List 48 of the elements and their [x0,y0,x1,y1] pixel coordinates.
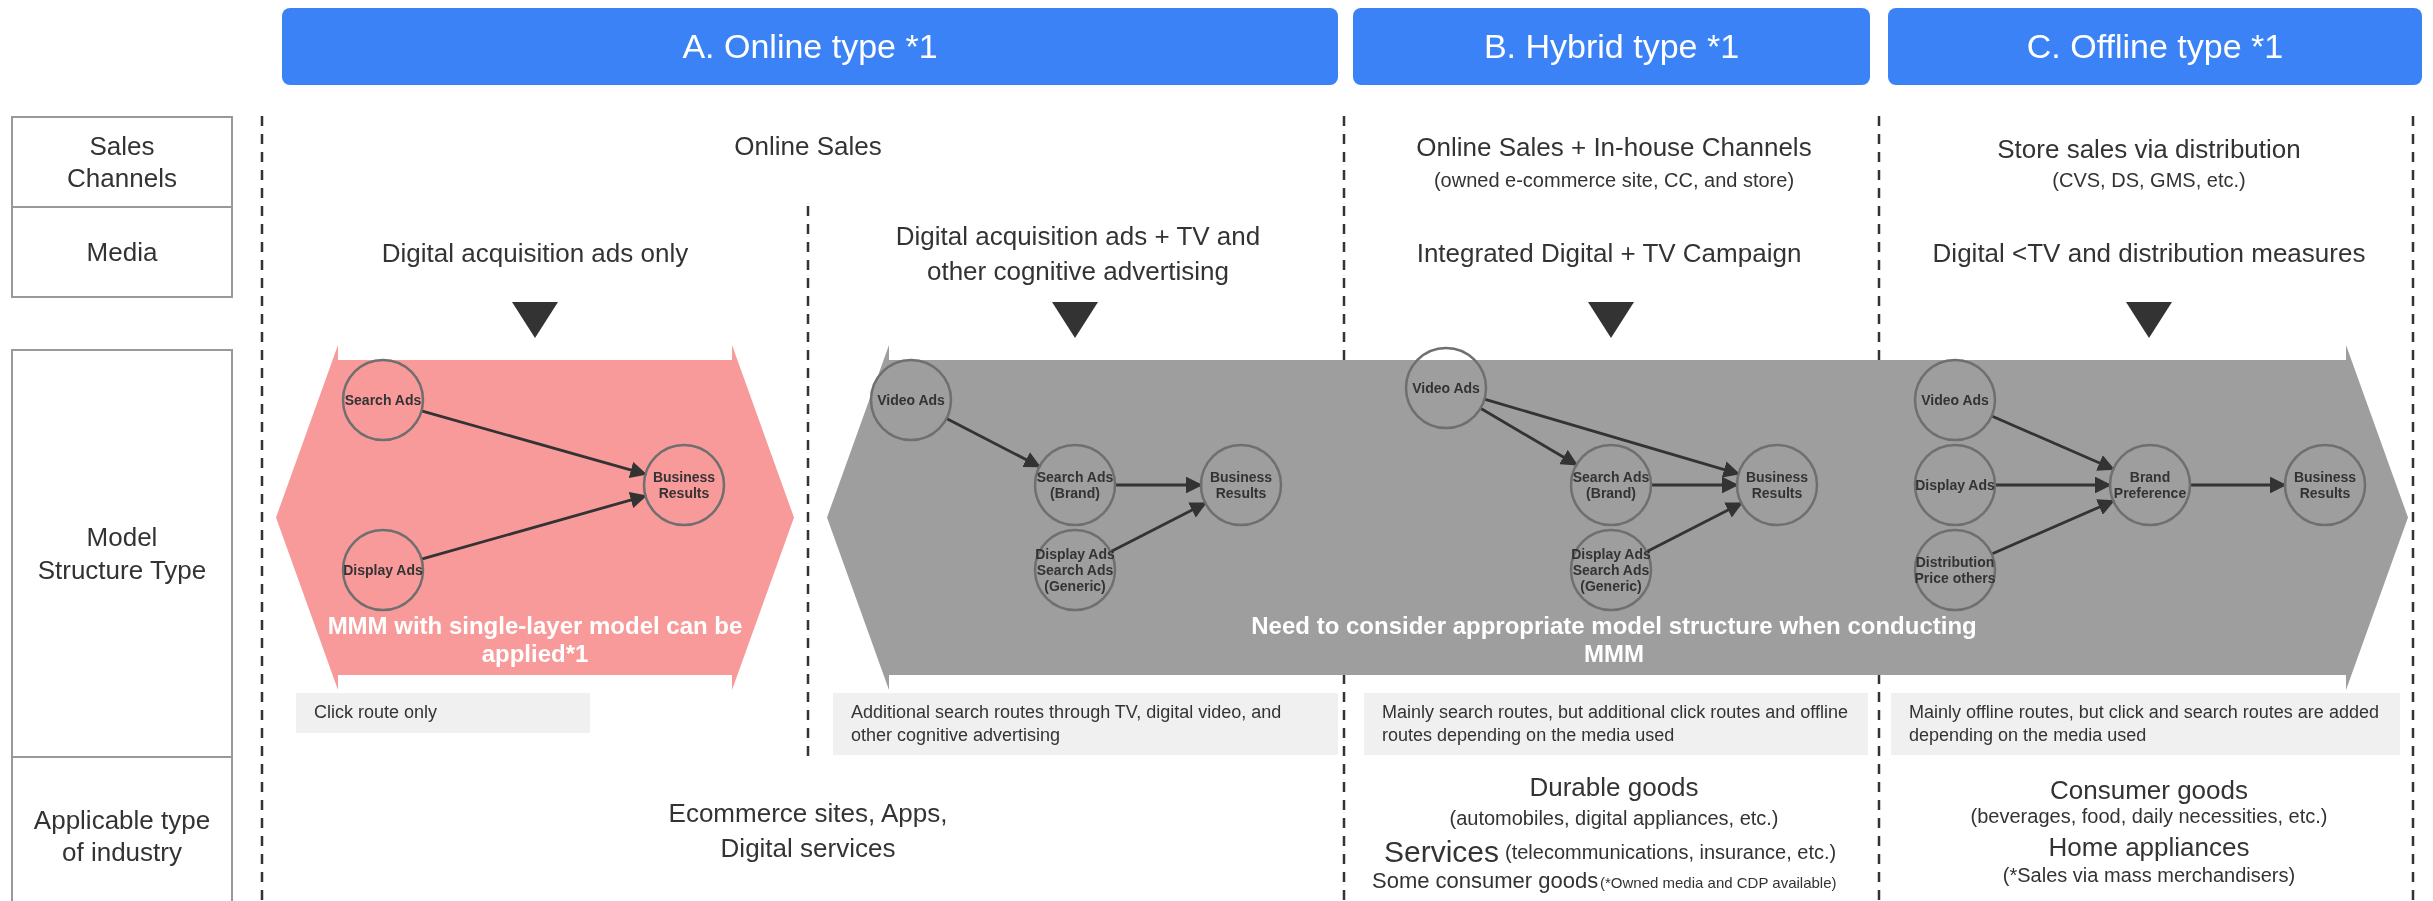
industry-note: (beverages, food, daily necessities, etc.) [1970,804,2328,828]
industry-text: Home appliances [2048,831,2250,863]
double-arrow-band [276,345,794,690]
media-text: Digital acquisition ads + TV and other cognitive advertising [894,219,1262,288]
sales-channel-text: Online Sales [734,130,882,162]
sales-channel-text: Online Sales + In-house Channels [1416,131,1812,163]
arrow [1995,476,2112,494]
band-text: Need to consider appropriate model structure when conducting MMM [1250,612,1978,668]
sales-channel-note: (CVS, DS, GMS, etc.) [2052,168,2246,192]
arrow [1484,397,1741,478]
industry-note: (telecommunications, insurance, etc.) [1505,840,1837,864]
column-header-bar: C. Offline type *1 [1888,8,2422,85]
industry-text: Durable goods [1529,771,1699,803]
arrow [1645,501,1743,554]
row-header-cell: Sales Channels [11,116,233,208]
sales-channel-note: (owned e-commerce site, CC, and store) [1433,168,1795,192]
row-header-cell: Applicable type of industry [11,756,233,901]
media-text: Integrated Digital + TV Campaign [1416,237,1802,269]
arrow [945,417,1041,468]
industry-text: Services [1384,835,1500,869]
media-text: Digital acquisition ads only [381,237,689,269]
note-panel: Mainly offline routes, but click and search routes are added depending on the media used [1891,693,2400,755]
band-text: MMM with single-layer model can be applied*1 [326,612,744,668]
arrow [1991,499,2115,556]
industry-note: (*Sales via mass merchandisers) [2002,863,2296,887]
industry-text: Consumer goods [2050,774,2248,806]
sales-channel-text: Store sales via distribution [1997,133,2301,165]
industry-note: (automobiles, digital appliances, etc.) [1449,806,1779,830]
note-panel: Click route only [296,693,590,733]
double-arrow-band [827,345,2408,690]
column-header-bar: B. Hybrid type *1 [1353,8,1870,85]
arrow [1991,414,2115,471]
note-panel: Mainly search routes, but additional click routes and offline routes depending on the media used [1364,693,1868,755]
note-panel: Additional search routes through TV, digital video, and other cognitive advertising [833,693,1338,755]
row-header-cell: Media [11,206,233,298]
arrow [421,491,648,561]
arrow [1479,407,1578,466]
arrow [421,409,648,479]
industry-text: Ecommerce sites, Apps, Digital services [667,796,949,865]
column-header-bar: A. Online type *1 [282,8,1338,85]
arrow [2190,476,2287,494]
industry-text: Some consumer goods [1372,868,1599,894]
arrow [1109,501,1207,554]
arrow [1115,476,1203,494]
industry-note: (*Owned media and CDP available) [1600,873,1837,891]
media-text: Digital <TV and distribution measures [1932,237,2366,269]
row-header-cell: Model Structure Type [11,349,233,758]
arrow [1651,476,1739,494]
